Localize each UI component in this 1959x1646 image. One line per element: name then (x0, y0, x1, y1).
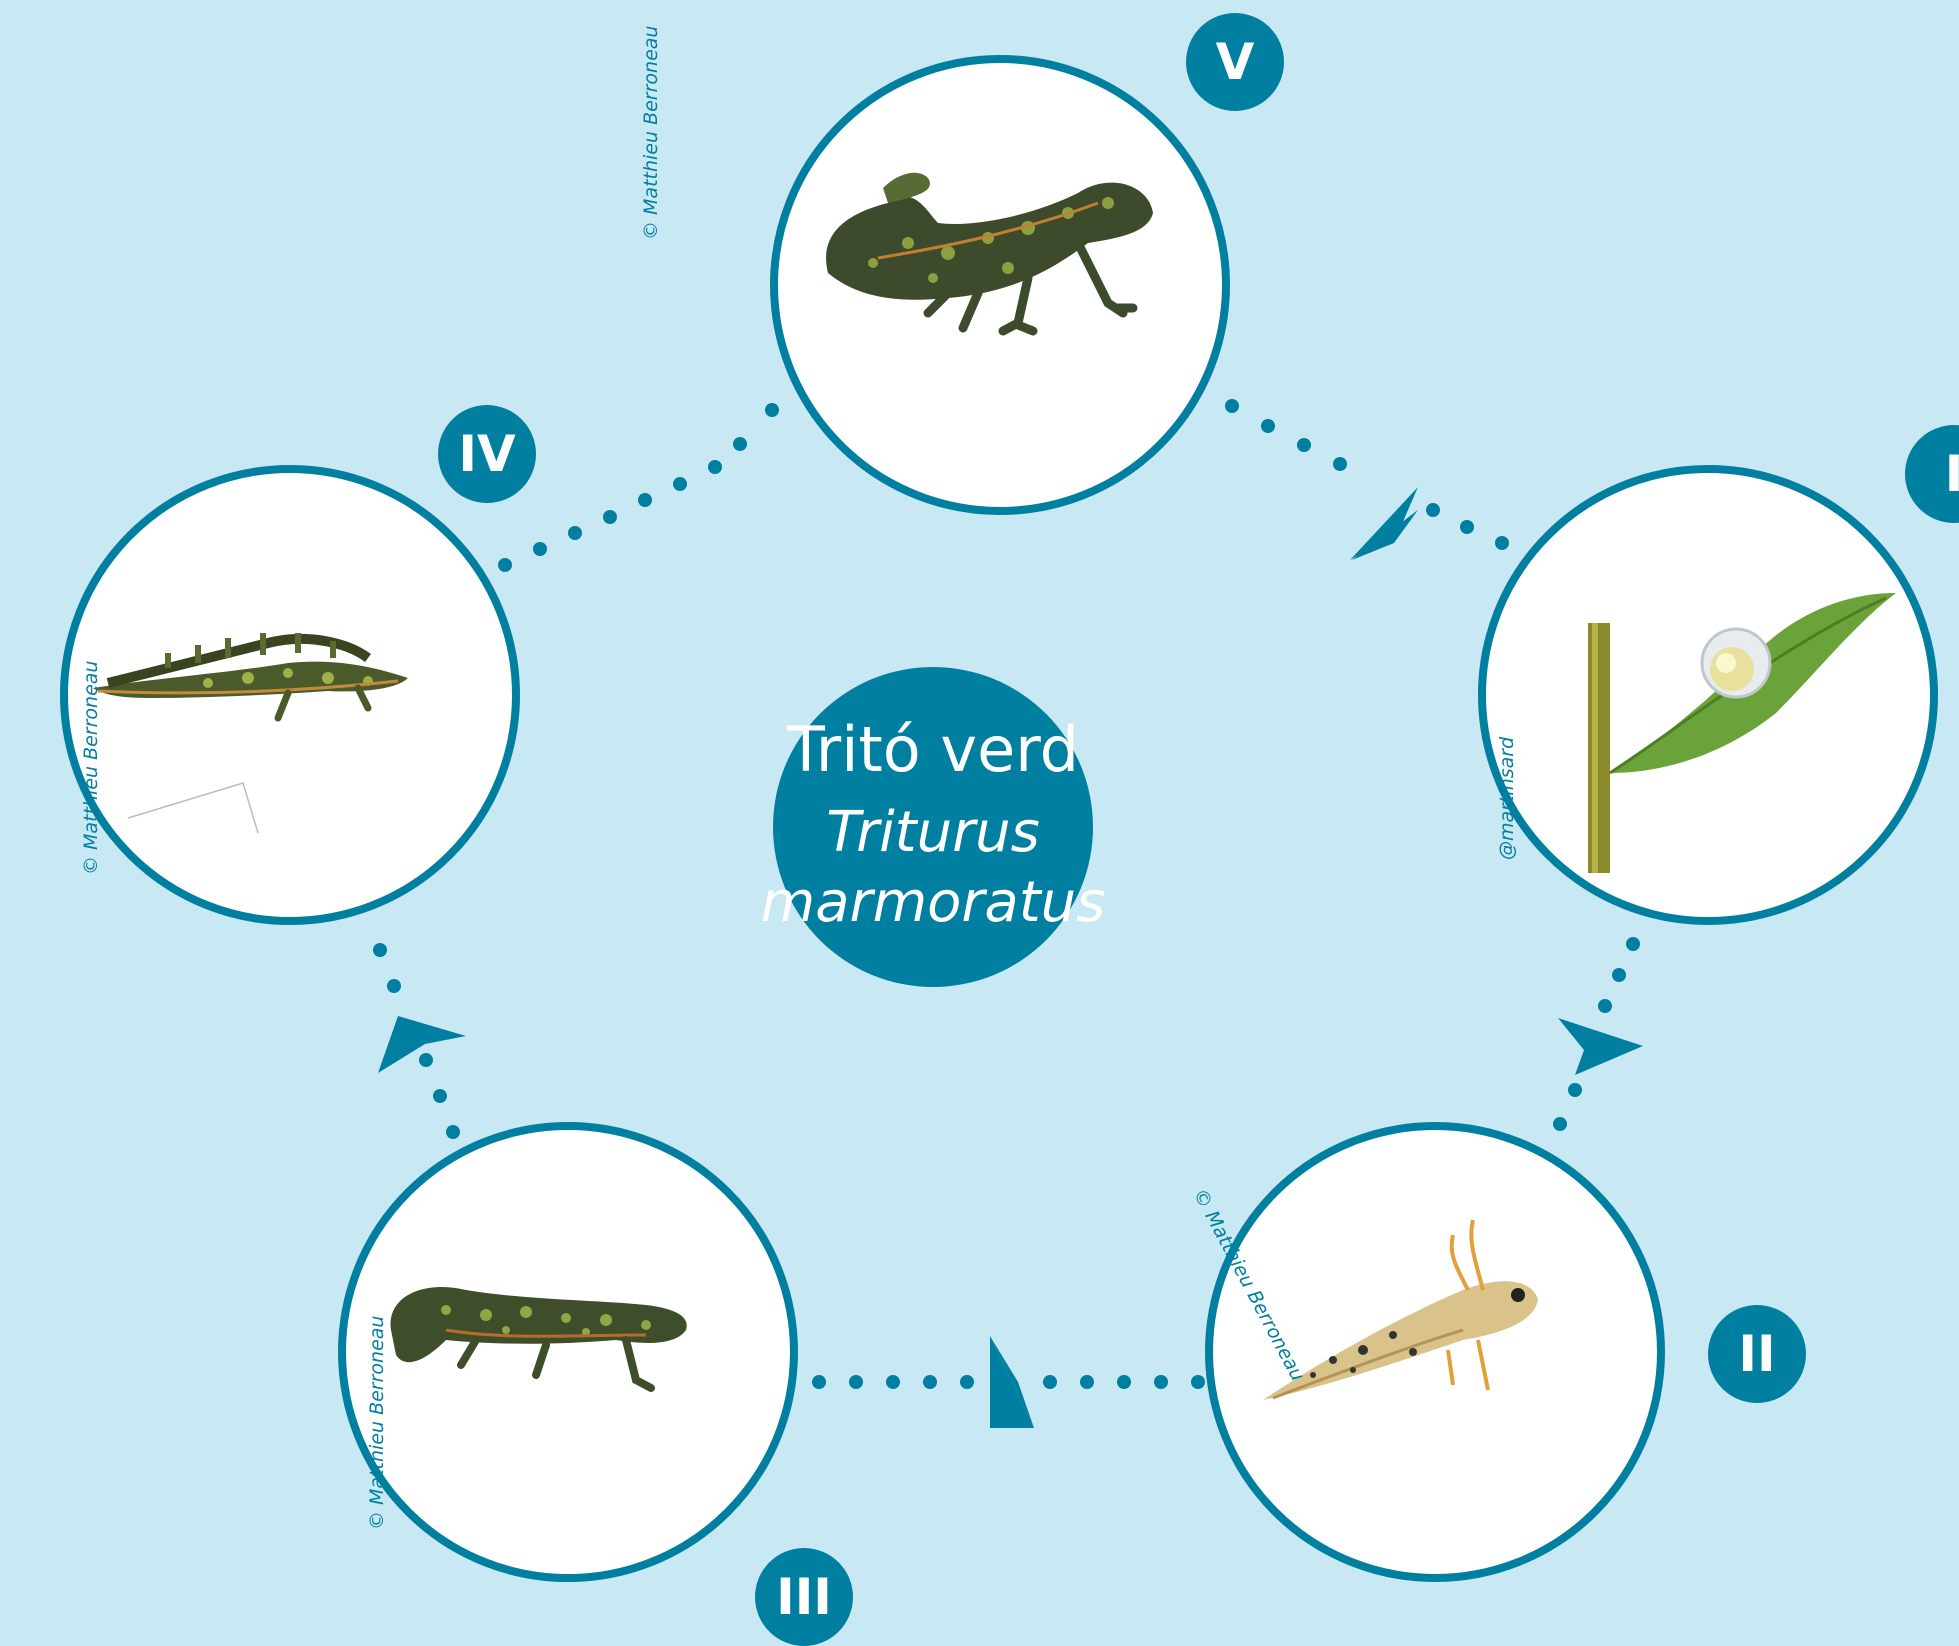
stage-iii-credit: © Matthieu Berroneau (366, 1316, 388, 1530)
stage-iii-circle (338, 1122, 798, 1582)
stage-v-circle (770, 55, 1230, 515)
species-common-name: Tritó verd (787, 716, 1079, 784)
species-scientific-name-line1: Triturus (826, 798, 1040, 868)
terrestrial-newt-image (778, 63, 1222, 507)
stage-iii-badge: III (755, 1548, 853, 1646)
stage-iv-badge: IV (438, 405, 536, 503)
stage-iv-circle (60, 465, 520, 925)
arrow-i-to-ii (1558, 1018, 1643, 1075)
egg-on-leaf-image (1486, 473, 1930, 917)
aquatic-newt-image (68, 473, 512, 917)
stage-v-badge: V (1186, 13, 1284, 111)
stage-iv-credit: © Matthieu Berroneau (80, 661, 102, 875)
connector-i-to-ii (1553, 937, 1643, 1131)
stage-v-credit: © Matthieu Berroneau (640, 26, 662, 240)
stage-i-circle (1478, 465, 1938, 925)
connector-ii-to-iii (812, 1336, 1205, 1428)
stage-ii-badge: II (1708, 1305, 1806, 1403)
species-title-circle: Tritó verd Triturus marmoratus (773, 667, 1093, 987)
connector-iii-to-iv (373, 943, 466, 1139)
connector-v-to-i (1225, 399, 1509, 560)
stage-i-credit: @martinsard (1496, 737, 1518, 860)
species-scientific-name-line2: marmoratus (761, 868, 1106, 938)
connector-iv-to-v (498, 403, 779, 572)
juvenile-newt-image (346, 1130, 790, 1574)
